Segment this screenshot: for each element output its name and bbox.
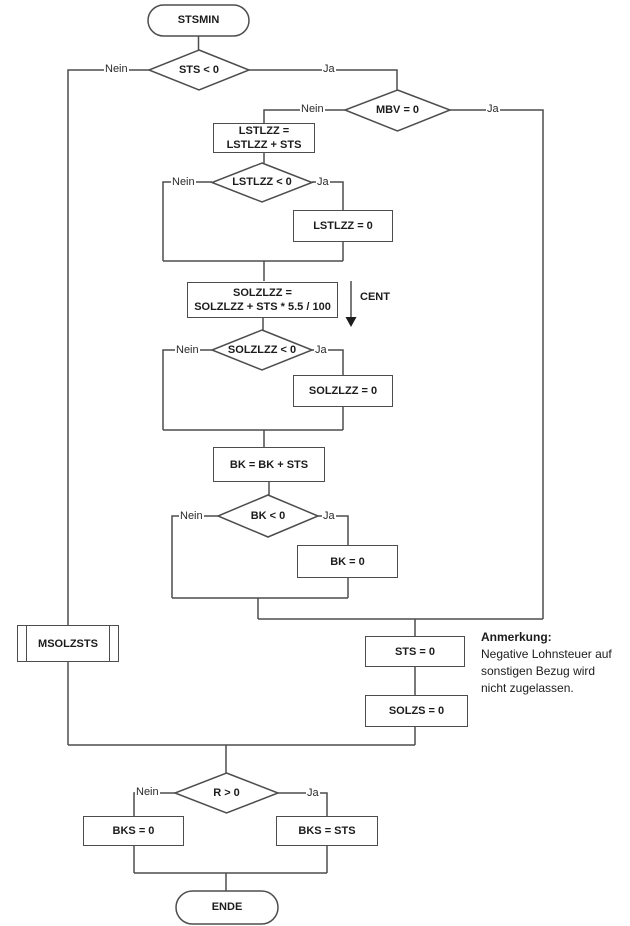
edge-lstlzz-nein <box>162 181 212 261</box>
edge-sts-ja <box>249 69 398 90</box>
edge-sts-nein <box>67 69 149 625</box>
branch-label-r-ja: Ja <box>306 787 320 800</box>
edge-solzlzz-nein <box>162 349 212 430</box>
branch-label-bk-ja: Ja <box>322 510 336 523</box>
annotation-line3: nicht zugelassen. <box>481 681 574 695</box>
edge-mbv-ja <box>450 109 544 619</box>
process-lstlzz-zero: LSTLZZ = 0 <box>293 210 393 242</box>
branch-label-mbv-ja: Ja <box>486 103 500 116</box>
edge-r-ja <box>276 792 328 816</box>
annotation-line1: Negative Lohnsteuer auf <box>481 647 612 661</box>
decision-bk-shape <box>216 494 320 538</box>
predefined-process-msolzsts: MSOLZSTS <box>17 625 119 662</box>
branch-label-solzlzz-nein: Nein <box>175 344 200 357</box>
msolzsts-right-bar <box>109 625 110 662</box>
branch-label-mbv-nein: Nein <box>300 103 325 116</box>
branch-label-lstlzz-ja: Ja <box>316 176 330 189</box>
branch-label-r-nein: Nein <box>135 786 160 799</box>
branch-label-sts-ja: Ja <box>322 63 336 76</box>
process-sts-zero: STS = 0 <box>365 636 465 667</box>
edge-r-nein <box>133 792 177 816</box>
branch-label-sts-nein: Nein <box>104 63 129 76</box>
cent-arrow-head <box>345 317 357 327</box>
terminator-start-shape <box>147 4 250 37</box>
annotation-heading: Anmerkung: <box>481 630 552 644</box>
cent-arrow-label: CENT <box>360 291 390 303</box>
terminator-end-shape <box>175 890 279 925</box>
process-solzlzz-add-line2: SOLZLZZ + STS * 5.5 / 100 <box>194 301 331 313</box>
msolzsts-label: MSOLZSTS <box>38 637 98 650</box>
process-solzlzz-add: SOLZLZZ = SOLZLZZ + STS * 5.5 / 100 <box>187 282 338 318</box>
process-bks-zero: BKS = 0 <box>83 816 184 846</box>
decision-lstlzz-shape <box>209 162 315 203</box>
decision-solzlzz-shape <box>209 329 315 371</box>
process-bk-add: BK = BK + STS <box>213 447 325 482</box>
edge-bk-nein <box>171 515 218 598</box>
branch-label-bk-nein: Nein <box>179 510 204 523</box>
process-solzlzz-add-line1: SOLZLZZ = <box>233 287 292 299</box>
process-lstlzz-add: LSTLZZ = LSTLZZ + STS <box>213 123 315 153</box>
process-solzlzz-zero: SOLZLZZ = 0 <box>293 375 393 407</box>
process-bks-sts: BKS = STS <box>276 816 378 846</box>
decision-sts-shape <box>146 49 252 91</box>
branch-label-solzlzz-ja: Ja <box>314 344 328 357</box>
process-solzs-zero: SOLZS = 0 <box>365 695 468 727</box>
branch-label-lstlzz-nein: Nein <box>171 176 196 189</box>
process-lstlzz-add-line2: LSTLZZ + STS <box>226 139 302 151</box>
process-bk-zero: BK = 0 <box>297 545 398 578</box>
decision-mbv-shape <box>342 89 453 132</box>
decision-r-shape <box>172 772 281 814</box>
msolzsts-left-bar <box>26 625 27 662</box>
process-lstlzz-add-line1: LSTLZZ = <box>238 125 290 137</box>
annotation-line2: sonstigen Bezug wird <box>481 664 596 678</box>
annotation-note: Anmerkung: Negative Lohnsteuer auf sonst… <box>481 629 630 697</box>
